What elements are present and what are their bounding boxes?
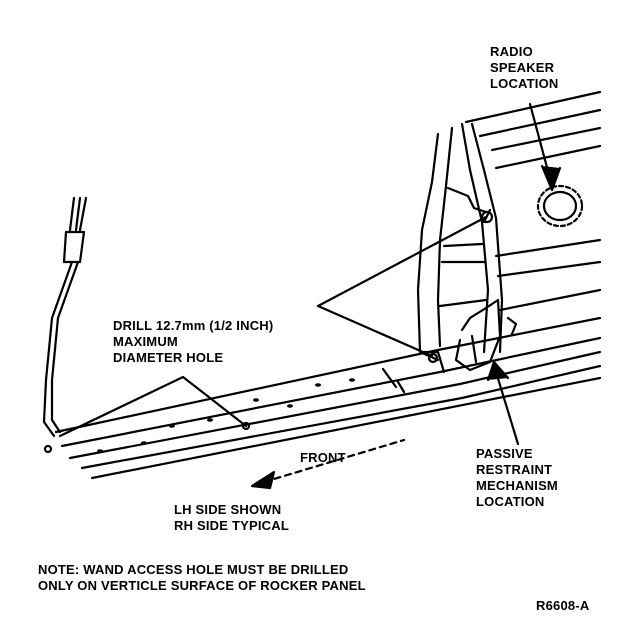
b-pillar	[416, 122, 518, 374]
front-label: FRONT	[300, 450, 346, 465]
front-arrow	[250, 438, 406, 490]
passive-restraint-label: PASSIVE RESTRAINT MECHANISM LOCATION	[476, 446, 558, 509]
drill-hole-label: DRILL 12.7mm (1/2 INCH) MAXIMUM DIAMETER…	[113, 318, 274, 365]
note-text: NOTE: WAND ACCESS HOLE MUST BE DRILLED O…	[38, 562, 366, 593]
door-opening-panel	[464, 90, 602, 312]
figure-code: R6608-A	[536, 598, 590, 613]
rocker-panel	[54, 316, 602, 480]
radio-speaker-location-label: RADIO SPEAKER LOCATION	[490, 44, 559, 91]
access-wand	[42, 196, 88, 454]
leader-lines	[58, 102, 562, 446]
speaker-location	[536, 184, 584, 228]
side-shown-label: LH SIDE SHOWN RH SIDE TYPICAL	[174, 502, 289, 533]
rocker-drill-holes	[97, 378, 355, 453]
